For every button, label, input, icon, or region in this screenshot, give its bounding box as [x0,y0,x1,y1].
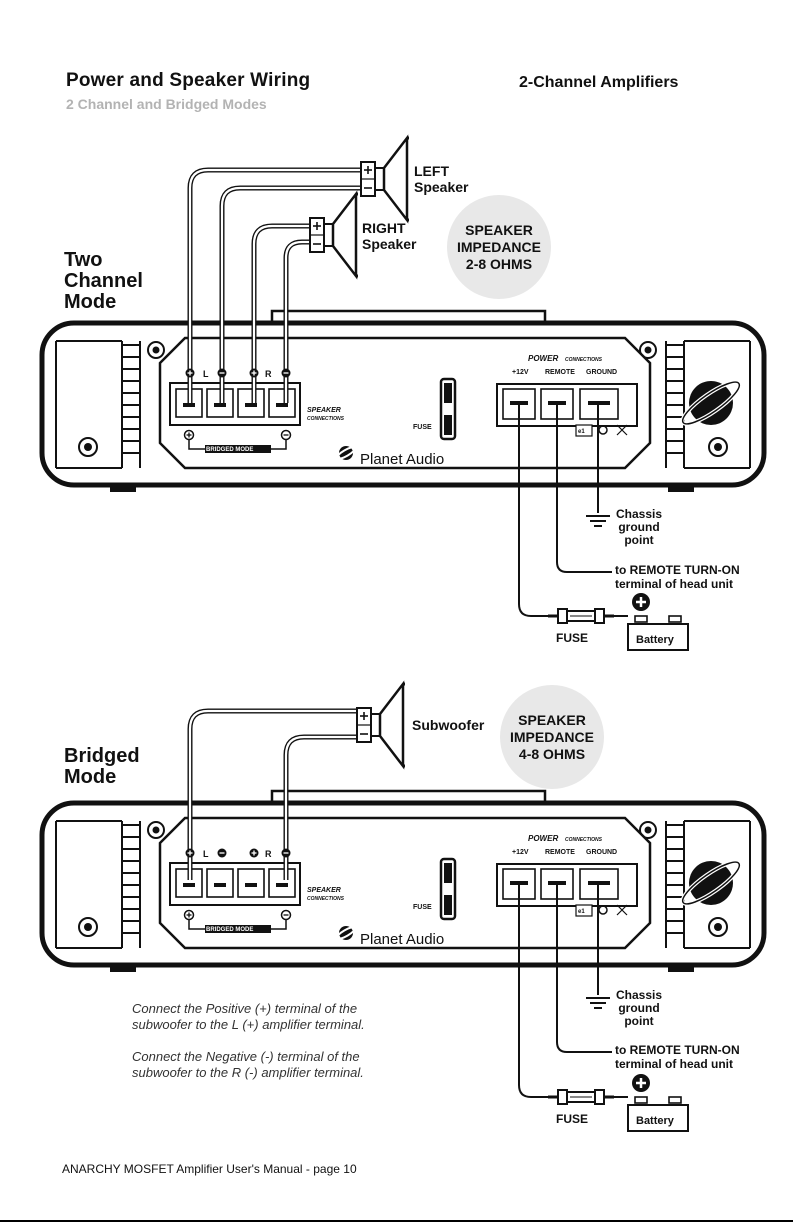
power-wires-two-channel [518,403,628,617]
bridged-mode-label: BRIDGED MODE [206,927,253,933]
right-speaker-label: RIGHT Speaker [362,220,417,252]
battery-label: Battery [636,634,674,646]
power-wires-bridged [518,883,628,1098]
cert-mark: e1 [578,429,585,435]
terminal-l-label: L [203,849,209,859]
plus12v-label: +12V [512,849,529,856]
impedance-badge-two-channel: SPEAKER IMPEDANCE 2-8 OHMS [447,195,551,299]
power-connections-sub: CONNECTIONS [565,837,603,843]
cert-mark: e1 [578,909,585,915]
fuse-label: FUSE [556,1112,589,1126]
subwoofer-icon [355,682,407,768]
ground-icon [585,515,611,527]
fuse-icon [546,1088,616,1106]
plus12v-label: +12V [512,369,529,376]
bridged-mode-title: Bridged Mode [64,745,140,788]
fuse-icon [546,607,616,625]
speaker-connections-label: SPEAKER [307,887,341,894]
right-speaker-icon [308,192,360,278]
power-connections-label: POWER [528,354,558,363]
power-connections-sub: CONNECTIONS [565,357,603,363]
terminal-r-label: R [265,369,272,379]
power-connections-label: POWER [528,834,558,843]
chassis-ground-label: Chassis ground point [615,988,663,1028]
amp-fuse-label: FUSE [413,904,432,911]
page-bottom-rule [0,1220,793,1222]
fuse-label: FUSE [556,631,589,645]
remote-label: REMOTE [545,849,575,856]
brand-logo-text: Planet Audio [360,451,444,468]
brand-logo-text: Planet Audio [360,931,444,948]
bridged-mode-label: BRIDGED MODE [206,447,253,453]
footer-text: ANARCHY MOSFET Amplifier User's Manual -… [62,1162,357,1176]
speaker-connections-sub: CONNECTIONS [307,416,345,422]
page-subtitle: 2 Channel and Bridged Modes [66,96,267,112]
ground-icon [585,997,611,1009]
speaker-connections-label: SPEAKER [307,407,341,414]
ground-label: GROUND [586,849,617,856]
amp-fuse-label: FUSE [413,424,432,431]
speaker-connections-sub: CONNECTIONS [307,896,345,902]
terminal-polarity-icons [185,368,291,378]
left-speaker-icon [359,136,411,222]
section-title: 2-Channel Amplifiers [519,74,679,91]
subwoofer-label: Subwoofer [412,717,485,733]
bridged-note: Connect the Positive (+) terminal of the… [132,1001,365,1080]
battery-label: Battery [636,1115,674,1127]
remote-label: REMOTE [545,369,575,376]
remote-turn-on-label: to REMOTE TURN-ON terminal of head unit [615,1043,740,1071]
ground-label: GROUND [586,369,617,376]
impedance-badge-bridged: SPEAKER IMPEDANCE 4-8 OHMS [500,685,604,789]
terminal-polarity-icons [185,848,291,858]
terminal-r-label: R [265,849,272,859]
left-speaker-label: LEFT Speaker [414,163,469,195]
page-title: Power and Speaker Wiring [66,70,311,91]
chassis-ground-label: Chassis ground point [615,507,663,547]
two-channel-mode-title: Two Channel Mode [64,249,143,313]
terminal-l-label: L [203,369,209,379]
remote-turn-on-label: to REMOTE TURN-ON terminal of head unit [615,563,740,591]
